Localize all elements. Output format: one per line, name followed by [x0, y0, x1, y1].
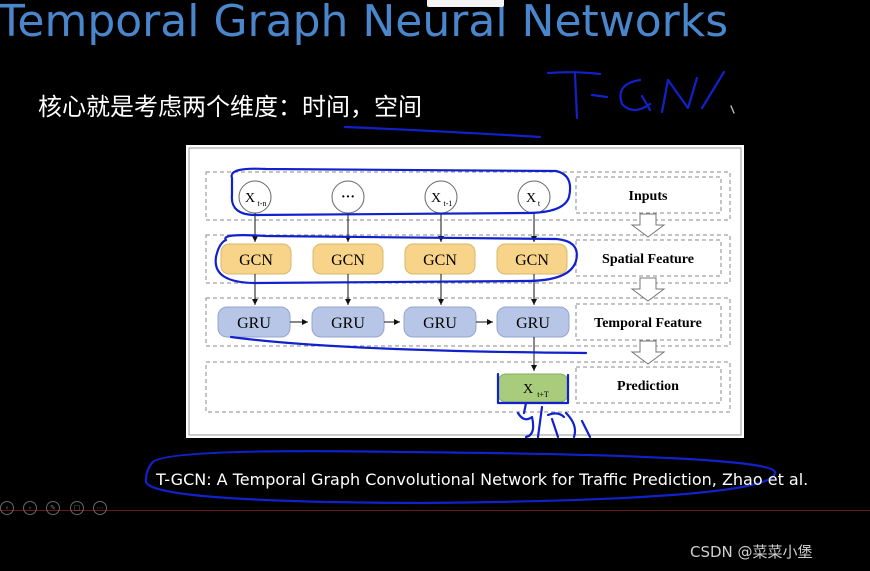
gcn-label: GCN	[239, 252, 273, 269]
flow-arrow	[630, 340, 666, 365]
timeline-divider	[0, 510, 870, 511]
input-subscript: t	[538, 199, 541, 208]
output-subscript: t+T	[537, 390, 549, 399]
stage-box-spatial	[575, 239, 722, 277]
cursor-mark	[730, 105, 735, 114]
stage-box-temporal	[575, 303, 722, 341]
gcn-label: GCN	[515, 252, 549, 269]
gru-underline-stroke	[229, 335, 588, 355]
gcn-label: GCN	[423, 252, 457, 269]
inputs-row-frame	[205, 171, 731, 221]
flow-arrow	[630, 277, 666, 302]
gcn-block	[496, 243, 568, 275]
stage-label: Spatial Feature	[602, 252, 694, 267]
stage-label: Prediction	[617, 379, 679, 394]
gru-label: GRU	[423, 315, 457, 332]
output-bracket-stroke	[496, 372, 570, 405]
input-label: X	[526, 191, 536, 206]
slide-caption: T-GCN: A Temporal Graph Convolutional Ne…	[156, 470, 809, 489]
inputs-circle-stroke	[230, 167, 572, 217]
underline-time-stroke	[343, 125, 542, 139]
stage-label: Temporal Feature	[594, 316, 702, 331]
input-subscript: t-n	[258, 199, 267, 208]
tgcn-diagram: Inputs Spatial Feature Temporal Feature …	[188, 147, 742, 439]
stage-label: Inputs	[629, 189, 668, 204]
gru-block	[496, 306, 570, 338]
tgnn-scribble-stroke	[546, 70, 726, 120]
gru-label: GRU	[237, 315, 271, 332]
more-icon[interactable]: ⋯	[93, 501, 107, 515]
fit-icon[interactable]: □	[70, 501, 84, 515]
prediction-scribble-stroke	[516, 401, 592, 439]
caption-circle-stroke	[144, 450, 777, 505]
input-subscript: t-1	[444, 199, 453, 208]
stage-box-inputs	[575, 176, 722, 214]
input-label: X	[431, 191, 441, 206]
watermark: CSDN @菜菜小堡	[690, 543, 813, 561]
stage-box-prediction	[575, 366, 722, 404]
flow-arrow	[630, 213, 666, 238]
spatial-row-frame	[205, 234, 731, 284]
gcn-block	[404, 243, 476, 275]
slide-subtitle: 核心就是考虑两个维度：时间，空间	[38, 93, 422, 121]
input-label: X	[245, 191, 255, 206]
temporal-row-frame	[205, 297, 731, 347]
recording-indicator	[427, 0, 504, 7]
prediction-row-frame	[205, 361, 731, 413]
tgcn-figure: Inputs Spatial Feature Temporal Feature …	[186, 145, 744, 439]
pen-icon[interactable]: ✎	[46, 501, 60, 515]
output-label: X	[523, 382, 533, 397]
input-label: ···	[341, 190, 355, 205]
figure-border	[188, 147, 742, 436]
gcn-label: GCN	[331, 252, 365, 269]
gcn-circle-stroke	[214, 234, 578, 285]
gcn-block	[220, 243, 292, 275]
gru-label: GRU	[331, 315, 365, 332]
next-icon[interactable]: ›	[23, 501, 37, 515]
gru-label: GRU	[516, 315, 550, 332]
prev-icon[interactable]: ‹	[0, 501, 14, 515]
slide-title: Temporal Graph Neural Networks	[0, 0, 729, 47]
